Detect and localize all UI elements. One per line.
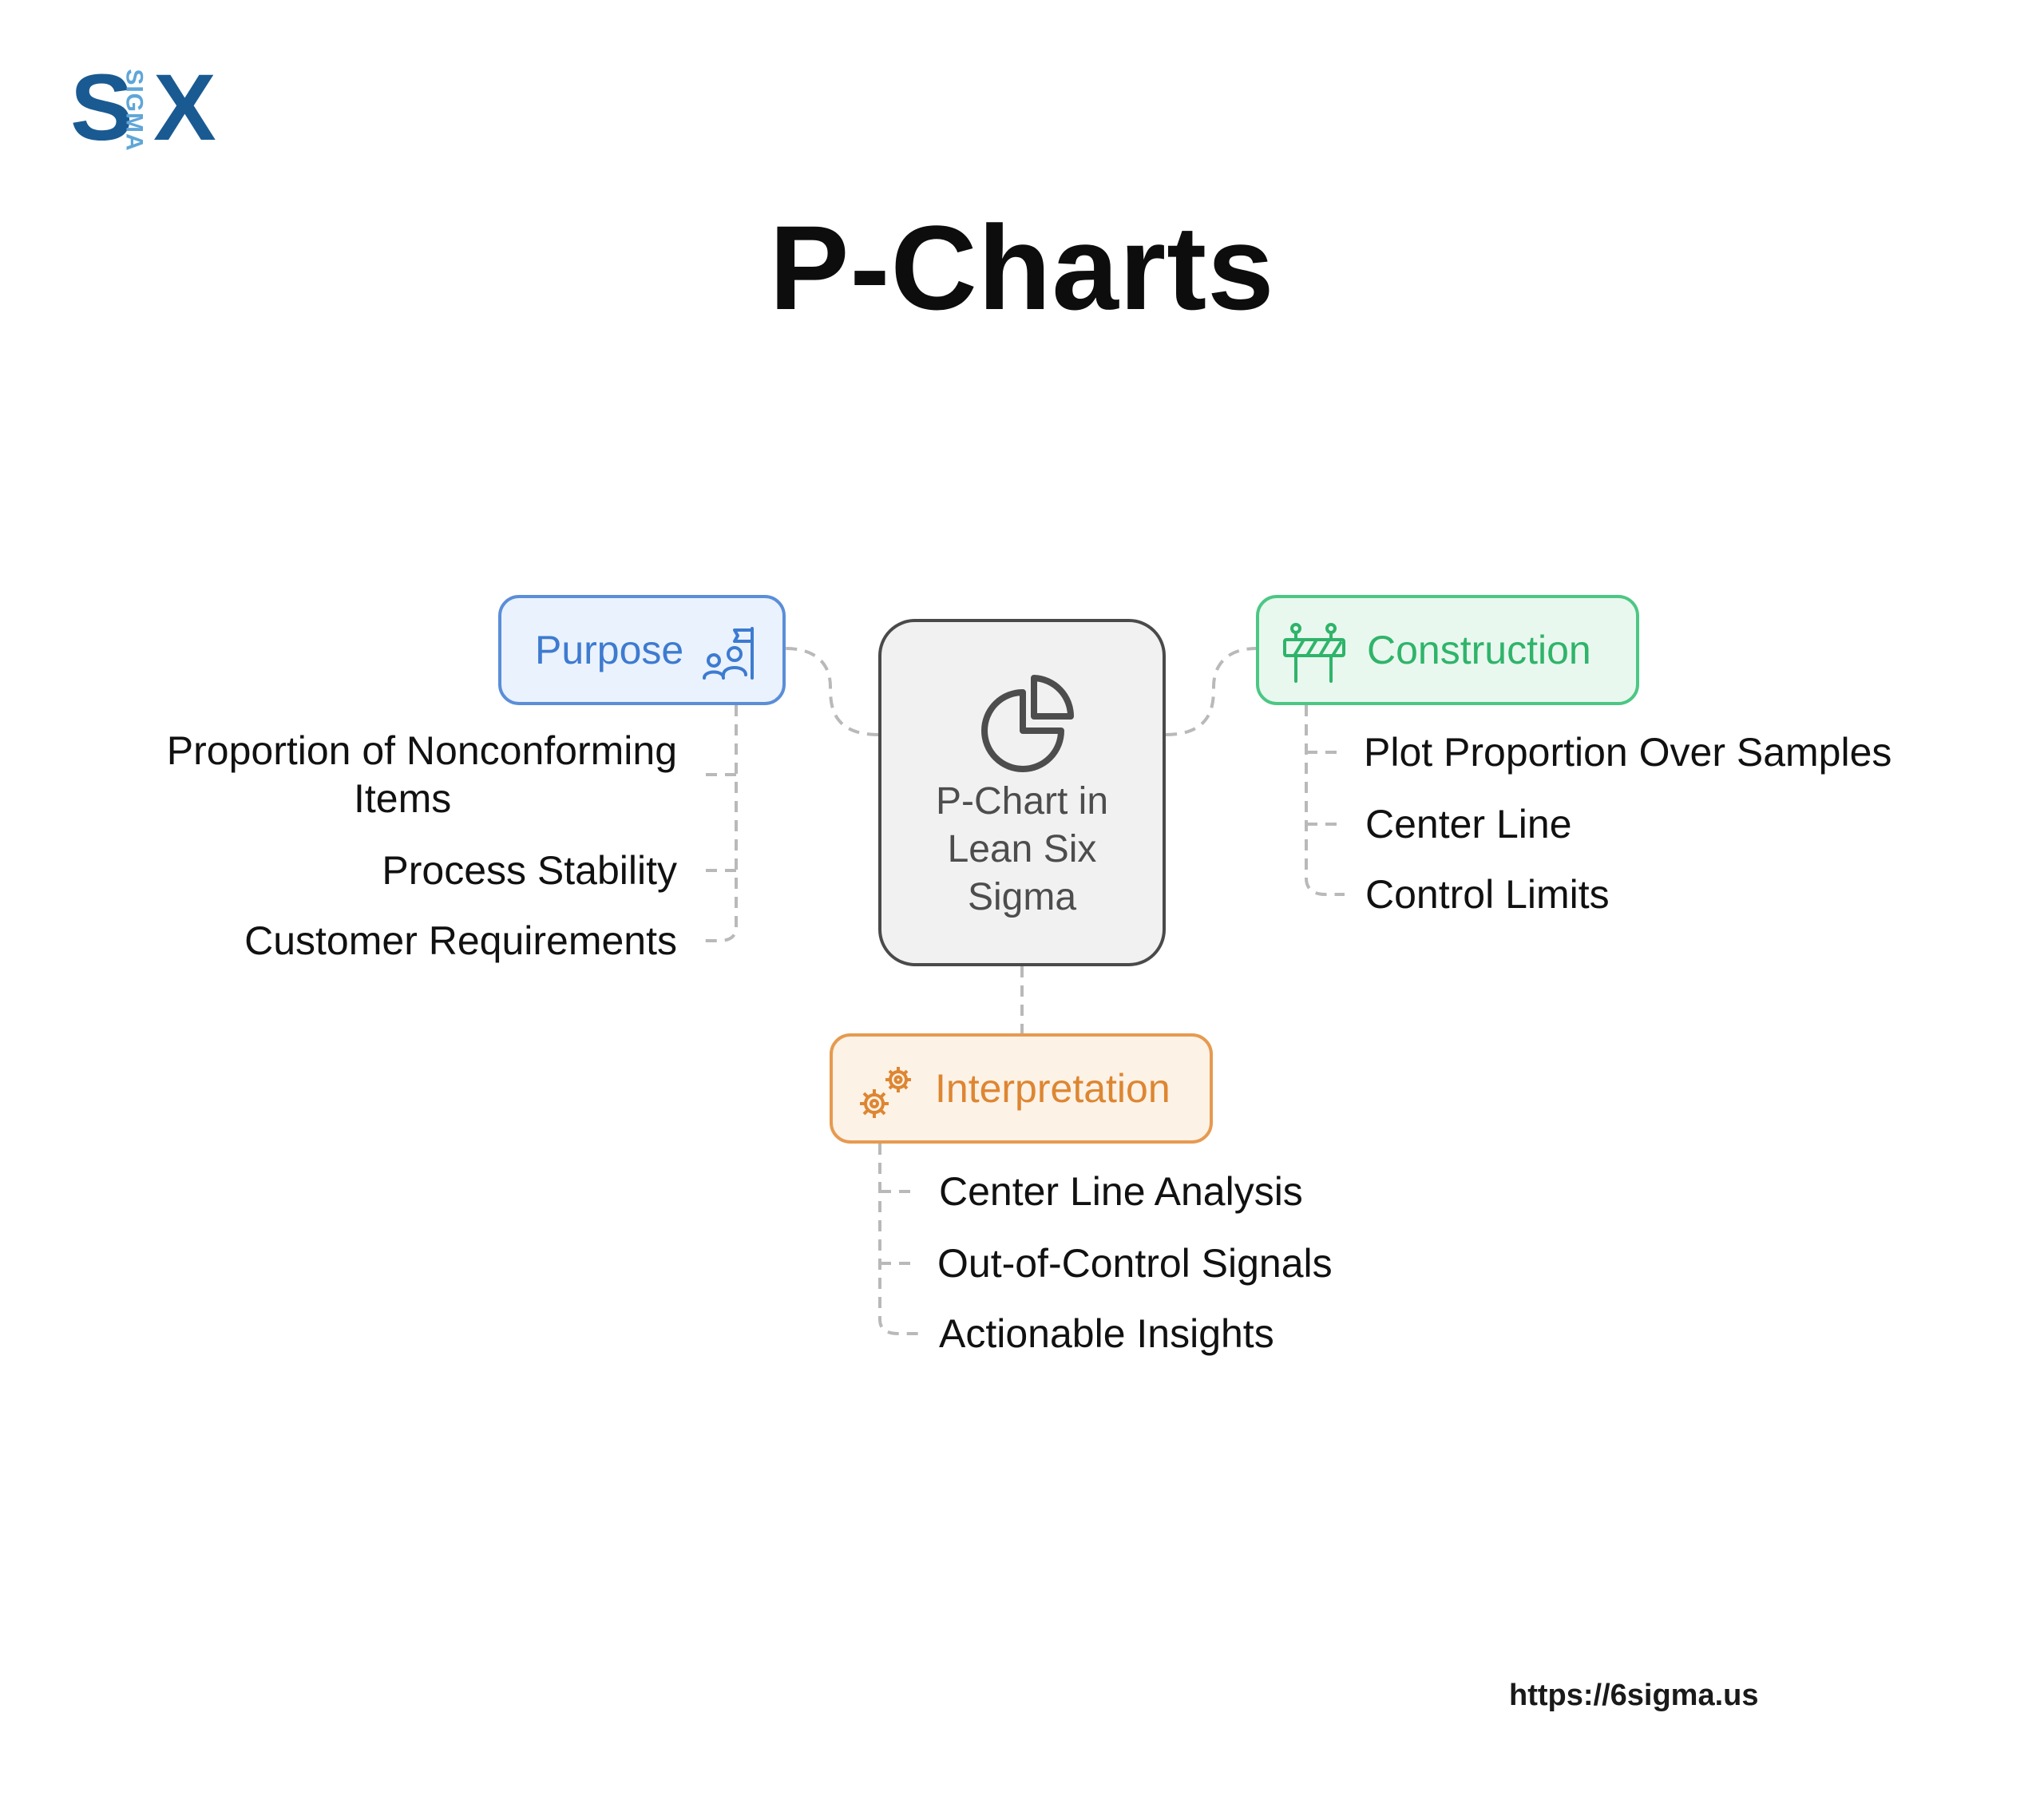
construction-node: Construction: [1256, 595, 1639, 705]
central-node: P-Chart in Lean Six Sigma: [878, 619, 1166, 966]
logo-letter-s: S: [70, 55, 133, 161]
purpose-item-customer-requirements: Customer Requirements: [244, 918, 677, 963]
interpretation-item-center-line-analysis: Center Line Analysis: [939, 1169, 1303, 1214]
construction-item-center-line: Center Line: [1365, 802, 1572, 846]
interpretation-label: Interpretation: [935, 1066, 1171, 1111]
central-node-label-line-2: Lean Six: [947, 828, 1097, 870]
logo-sigma-text: SIGMA: [121, 69, 148, 152]
interpretation-item-actionable-insights: Actionable Insights: [939, 1311, 1274, 1356]
page-title: P-Charts: [769, 200, 1275, 335]
interpretation-item-out-of-control: Out-of-Control Signals: [937, 1241, 1333, 1286]
gears-icon: [860, 1067, 911, 1118]
central-node-label-line-3: Sigma: [967, 876, 1077, 918]
purpose-item-process-stability: Process Stability: [382, 848, 677, 893]
interpretation-node: Interpretation: [830, 1033, 1213, 1144]
central-node-label: P-Chart in Lean Six Sigma: [881, 778, 1163, 922]
sixsigma-logo: S SIGMA X: [70, 55, 222, 161]
purpose-node: Purpose: [498, 595, 786, 705]
connector-purpose-trunk: [699, 705, 738, 942]
purpose-item-proportion-line-1: Proportion of Nonconforming: [166, 728, 677, 773]
purpose-item-proportion-line-2: Items: [354, 776, 452, 821]
construction-item-plot-proportion: Plot Proportion Over Samples: [1364, 730, 1892, 775]
connector-center-purpose: [785, 647, 879, 736]
logo-letter-x: X: [153, 55, 216, 161]
central-node-label-line-1: P-Chart in: [935, 780, 1109, 823]
pie-chart-icon: [981, 675, 1075, 772]
team-flag-icon: [703, 627, 754, 680]
connector-construction-trunk: [1305, 705, 1345, 896]
construction-item-control-limits: Control Limits: [1365, 872, 1610, 917]
construction-label: Construction: [1367, 628, 1591, 672]
footer-url[interactable]: https://6sigma.us: [1509, 1679, 1759, 1712]
barrier-icon: [1283, 623, 1345, 683]
connector-center-construction: [1165, 647, 1257, 736]
purpose-label: Purpose: [535, 628, 684, 672]
connector-interpretation-trunk: [878, 1144, 918, 1335]
